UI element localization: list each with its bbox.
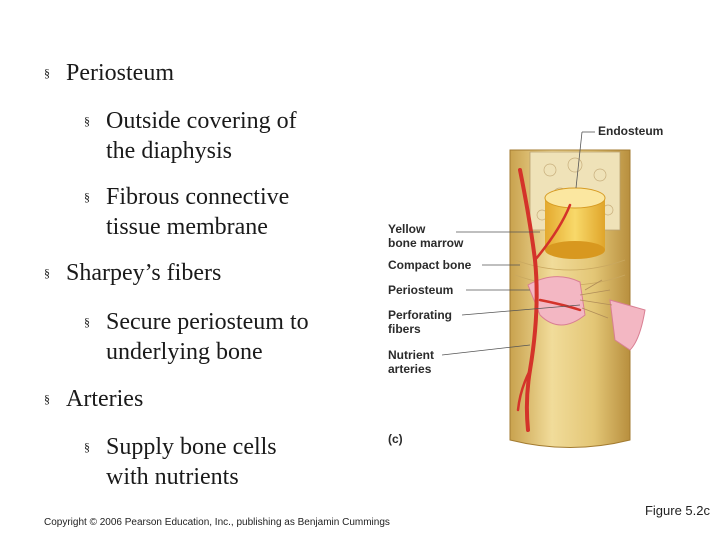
bullet-sharpeys-fibers: § Sharpey’s fibers [44,260,222,286]
label-nutrient-arteries: Nutrient arteries [388,348,434,376]
figure-caption: Figure 5.2c [644,503,710,518]
label-periosteum: Periosteum [388,283,454,297]
label-endosteum: Endosteum [598,124,664,138]
label-perforating-fibers: Perforating fibers [388,308,453,336]
bullet-marker: § [84,190,90,204]
bullet-marker: § [44,392,50,406]
bone-diagram-svg [441,131,646,448]
bone-illustration: Endosteum Yellow bone marrow Compact bon… [380,110,710,470]
copyright-notice: Copyright © 2006 Pearson Education, Inc.… [44,517,390,528]
bullet-marker: § [84,315,90,329]
bullet-arteries: § Arteries [44,386,144,412]
label-panel-c: (c) [388,432,403,446]
bullet-outside-covering: § Outside covering of the diaphysis [84,108,297,164]
bullet-list: § Periosteum § Outside covering of the d… [0,0,380,500]
bullet-fibrous-tissue: § Fibrous connective tissue membrane [84,184,290,240]
bullet-secure-periosteum: § Secure periosteum to underlying bone [84,309,309,365]
bullet-marker: § [84,114,90,128]
label-yellow-marrow: Yellow bone marrow [388,222,464,250]
periosteum-layer [527,276,586,326]
bullet-supply-bone-cells: § Supply bone cells with nutrients [84,434,277,490]
bullet-marker: § [44,266,50,280]
bullet-marker: § [84,440,90,454]
label-compact-bone: Compact bone [388,258,472,272]
bullet-periosteum: § Periosteum [44,60,174,86]
bullet-marker: § [44,66,50,80]
